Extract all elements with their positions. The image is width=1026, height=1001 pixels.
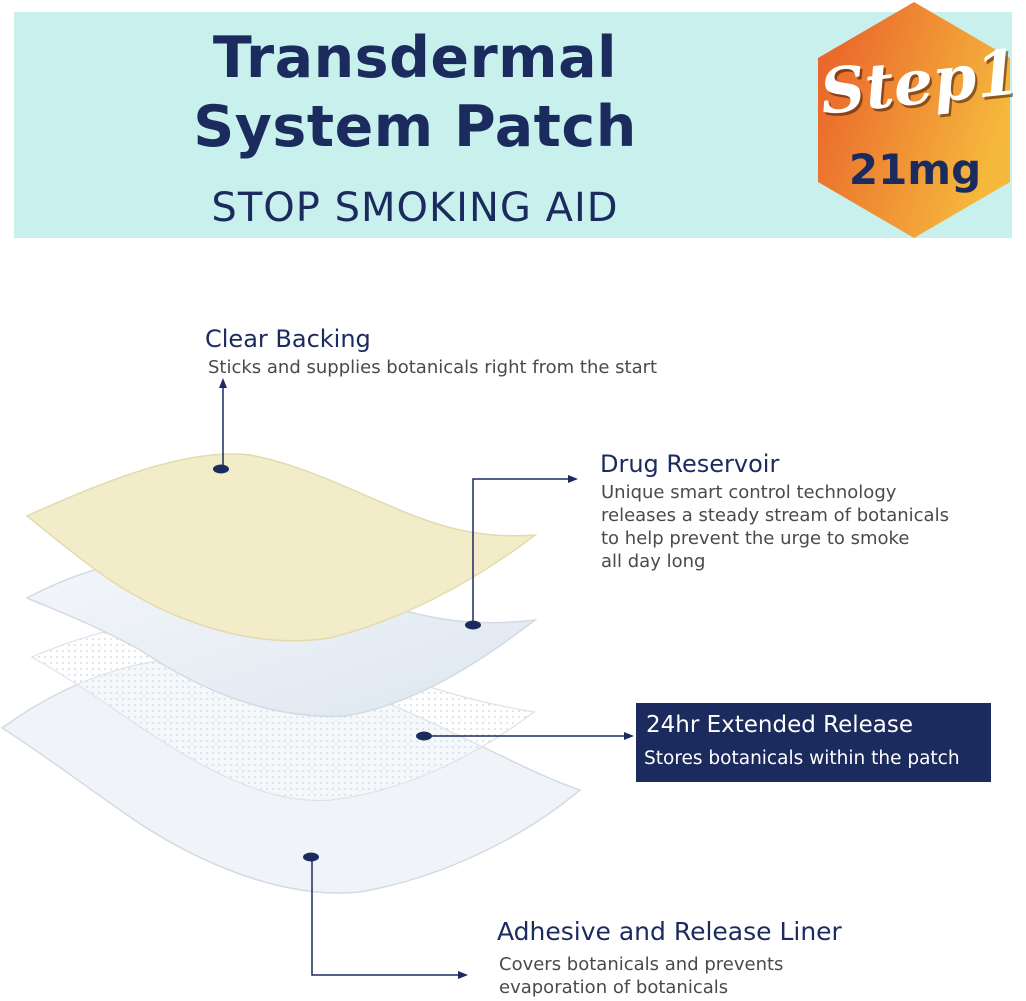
extended-release-arrowhead: [624, 732, 634, 740]
dose-label: 21mg: [848, 145, 982, 194]
drug-reservoir-description-line-3: to help prevent the urge to smoke: [601, 528, 910, 549]
clear-backing-marker: [213, 464, 229, 474]
adhesive-liner-leader: [311, 858, 462, 976]
subtitle: STOP SMOKING AID: [211, 185, 619, 231]
drug-reservoir-description-line-4: all day long: [601, 551, 706, 572]
adhesive-liner-arrowhead: [458, 971, 468, 979]
extended-release-marker: [416, 731, 432, 741]
title-line-2: System Patch: [193, 94, 637, 160]
extended-release-description: Stores botanicals within the patch: [644, 748, 960, 769]
clear-backing-heading: Clear Backing: [205, 325, 371, 353]
adhesive-liner-description-line-2: evaporation of botanicals: [499, 977, 729, 998]
clear-backing-description: Sticks and supplies botanicals right fro…: [208, 357, 658, 378]
extended-release-callout: 24hr Extended Release Stores botanicals …: [636, 703, 991, 782]
drug-reservoir-marker: [465, 620, 481, 630]
drug-reservoir-heading: Drug Reservoir: [600, 450, 780, 478]
clear-backing-layer: [25, 453, 538, 642]
extended-release-heading: 24hr Extended Release: [646, 712, 914, 738]
drug-reservoir-description-line-1: Unique smart control technology: [601, 482, 897, 503]
adhesive-liner-heading: Adhesive and Release Liner: [497, 917, 842, 946]
drug-reservoir-arrowhead: [568, 475, 578, 483]
title-line-1: Transdermal: [212, 25, 618, 91]
drug-reservoir-leader: [472, 478, 572, 624]
clear-backing-arrowhead: [219, 378, 227, 388]
drug-reservoir-description-line-2: releases a steady stream of botanicals: [601, 505, 949, 526]
adhesive-liner-marker: [303, 852, 319, 862]
adhesive-liner-description-line-1: Covers botanicals and prevents: [499, 954, 784, 975]
step-badge-hexagon: [818, 2, 1010, 238]
